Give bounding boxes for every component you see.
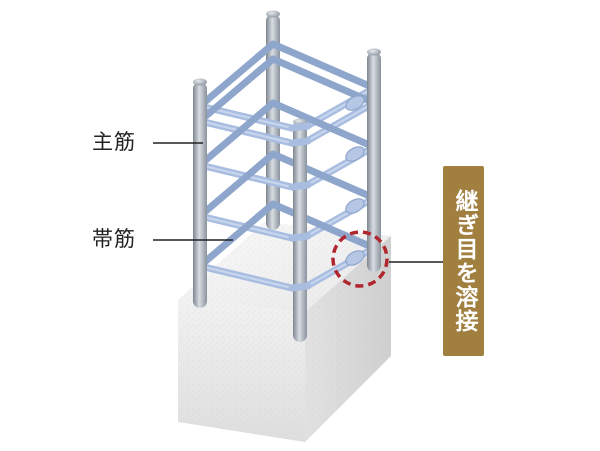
main-rebar-left [193,78,207,308]
hoop-front-overlay [288,122,312,292]
weld-joints [345,95,365,266]
weld-joint-3 [345,198,365,214]
weld-joint-1 [345,95,365,111]
main-rebar-right [367,48,381,272]
weld-joint-4 [345,250,365,266]
dashed-circle-icon [331,230,389,288]
main-rebar-front [293,118,307,342]
concrete-foundation [178,222,391,442]
main-rebar-label: 主筋 [92,130,136,154]
weld-callout-box: 継ぎ目を溶接 [443,166,484,356]
weld-joint-2 [345,146,365,162]
hoop-rebar-label: 帯筋 [92,227,136,251]
weld-callout-text: 継ぎ目を溶接 [451,189,477,333]
